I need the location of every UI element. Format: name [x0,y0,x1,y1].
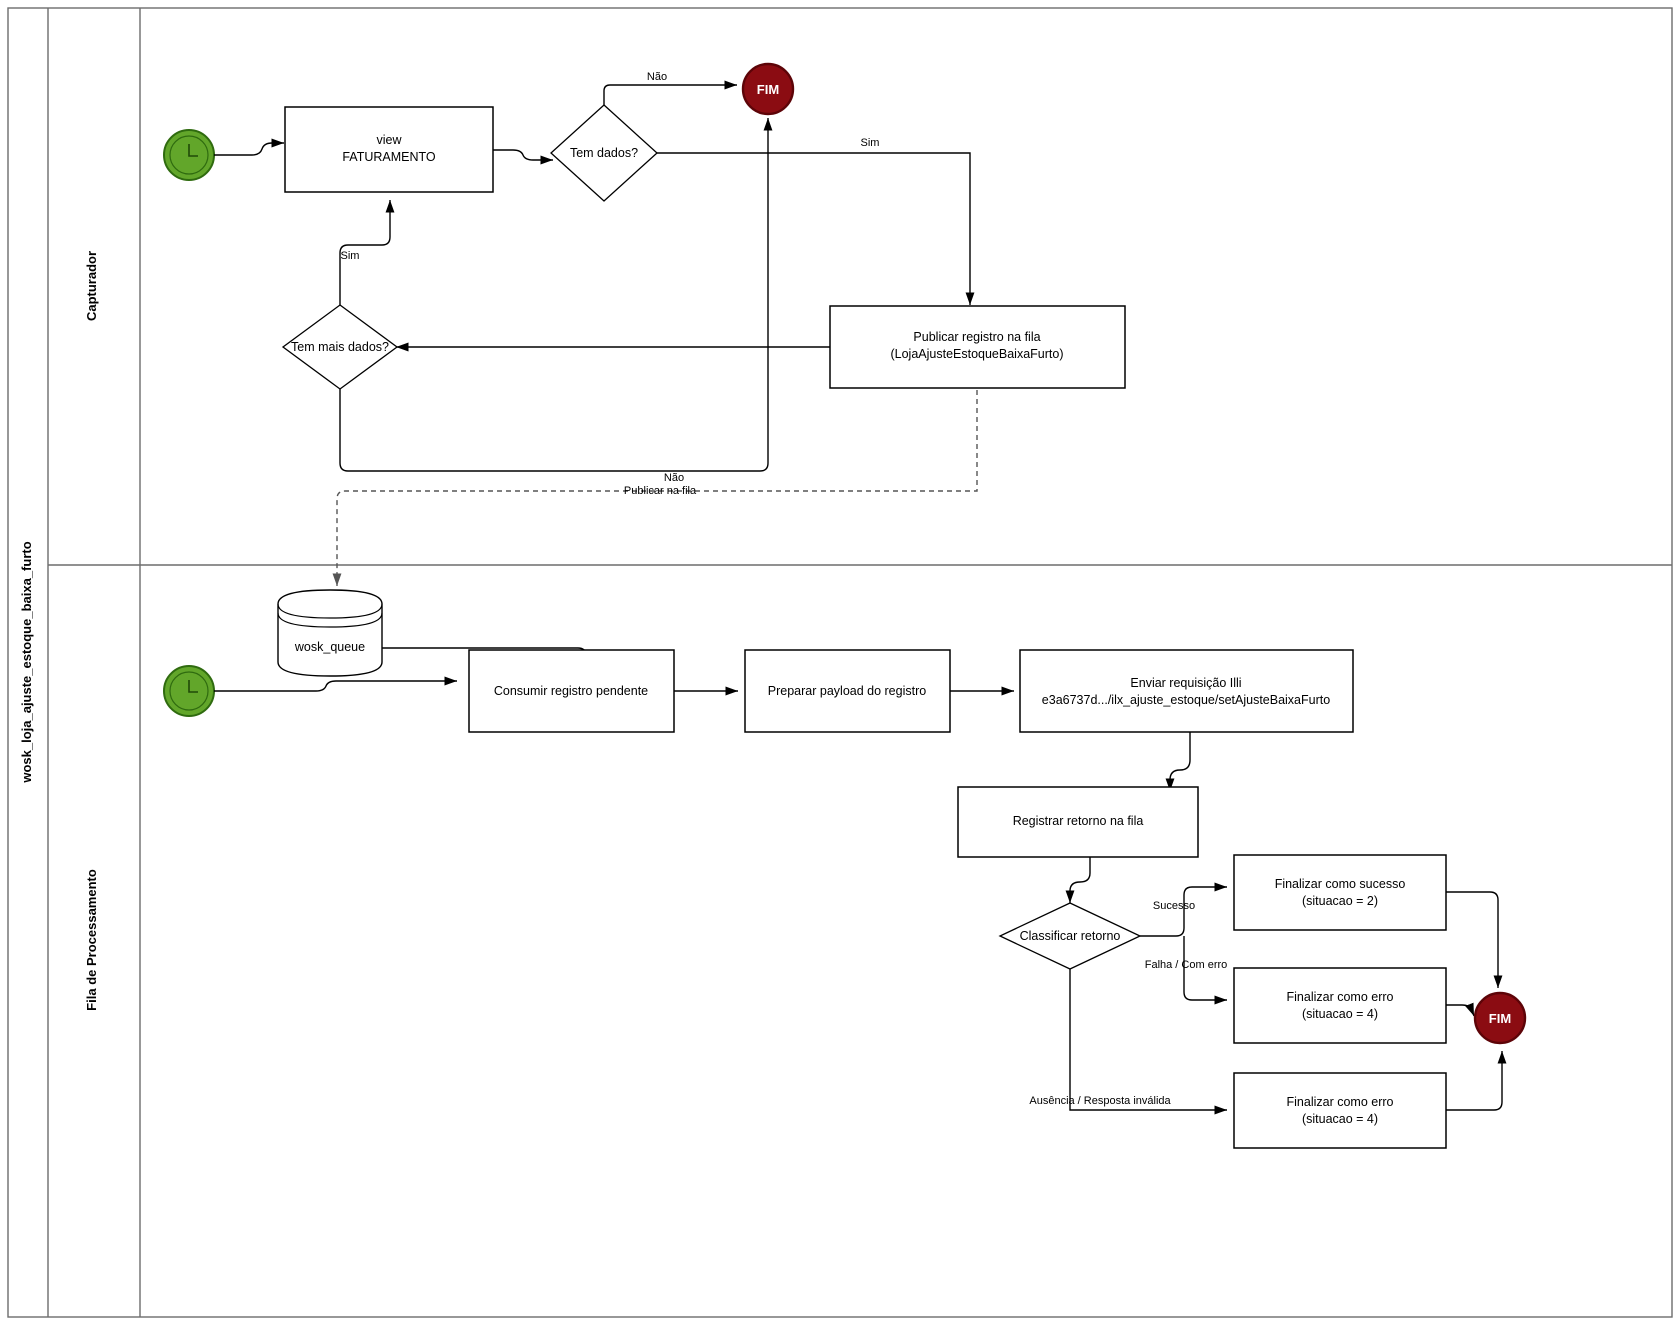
task-enviar-line2: e3a6737d.../ilx_ajuste_estoque/setAjuste… [1042,693,1330,707]
flow-view-to-tem-dados [493,149,553,165]
task-view-line2: FATURAMENTO [342,150,436,164]
task-enviar-requisicao[interactable]: Enviar requisição Illi e3a6737d.../ilx_a… [1019,649,1354,733]
end-event-capturador-label: FIM [757,82,779,97]
task-enviar-line1: Enviar requisição Illi [1130,676,1241,690]
task-consumir-line1: Consumir registro pendente [494,684,648,698]
task-finalizar-erro-1[interactable]: Finalizar como erro (situacao = 4) [1233,967,1447,1044]
task-view-line1: view [376,133,402,147]
flow-registrar-to-classificar [1065,857,1091,903]
edge-label-nao-loop: Não [664,472,684,484]
task-publicar-line2: (LojaAjusteEstoqueBaixaFurto) [890,347,1063,361]
flow-sim-to-publicar [657,152,975,305]
lane-label-capturador: Capturador [84,251,99,321]
edge-label-nao-fim: Não [647,71,667,83]
flow-sucesso-to-fim [1446,891,1503,988]
task-registrar-retorno[interactable]: Registrar retorno na fila [957,786,1199,858]
task-publicar-registro[interactable]: Publicar registro na fila (LojaAjusteEst… [829,305,1126,389]
task-sucesso-line1: Finalizar como sucesso [1275,877,1406,891]
task-erro2-line2: (situacao = 4) [1302,1112,1378,1126]
flow-sucesso [1140,882,1227,937]
task-erro1-line1: Finalizar como erro [1287,990,1394,1004]
flow-erro1-to-fim [1446,1002,1475,1017]
task-registrar-line1: Registrar retorno na fila [1013,814,1144,828]
flow-sim-loop-to-view [339,200,395,305]
start-event-capturador[interactable] [163,129,215,181]
edge-label-sim-publicar: Sim [861,137,880,149]
message-flow-publicar-na-fila [332,390,978,586]
task-finalizar-erro-2[interactable]: Finalizar como erro (situacao = 4) [1233,1072,1447,1149]
task-publicar-line1: Publicar registro na fila [913,330,1040,344]
end-event-fila[interactable]: FIM [1473,991,1527,1045]
flow-ausencia [1069,969,1227,1115]
clock-icon [188,144,198,157]
edge-label-ausencia: Ausência / Resposta inválida [1029,1095,1171,1107]
flow-enviar-to-registrar [1165,732,1191,791]
gateway-classificar-label: Classificar retorno [1020,929,1121,943]
flow-start-to-view [214,138,284,156]
edge-label-sucesso: Sucesso [1153,900,1195,912]
task-sucesso-line2: (situacao = 2) [1302,894,1378,908]
end-event-capturador[interactable]: FIM [741,62,795,116]
lane-label-fila: Fila de Processamento [84,869,99,1011]
task-erro2-line1: Finalizar como erro [1287,1095,1394,1109]
edge-label-sim-loop: Sim [341,250,360,262]
task-finalizar-sucesso[interactable]: Finalizar como sucesso (situacao = 2) [1233,854,1447,931]
pool-title: wosk_loja_ajuste_estoque_baixa_furto [19,541,34,783]
gateway-tem-mais-dados-label: Tem mais dados? [291,340,389,354]
flow-start-fila-to-consumir [214,676,457,692]
edge-label-publicar-na-fila: Publicar na fila [624,485,697,497]
flow-falha [1183,936,1227,1005]
flow-nao-loop-to-fim [339,118,773,472]
task-consumir-registro[interactable]: Consumir registro pendente [468,649,675,733]
end-event-fila-label: FIM [1489,1011,1511,1026]
flow-erro2-to-fim [1446,1051,1507,1111]
task-preparar-line1: Preparar payload do registro [768,684,926,698]
task-view-faturamento[interactable]: view FATURAMENTO [284,106,494,193]
task-preparar-payload[interactable]: Preparar payload do registro [744,649,951,733]
clock-icon-fila [188,680,198,693]
start-event-fila[interactable] [163,665,215,717]
pool-border [7,7,1673,1318]
edge-label-falha: Falha / Com erro [1145,959,1228,971]
task-erro1-line2: (situacao = 4) [1302,1007,1378,1021]
gateway-classificar-retorno[interactable]: Classificar retorno [998,902,1142,970]
datastore-label: wosk_queue [294,640,365,654]
datastore-wosk-queue[interactable]: wosk_queue [277,589,383,677]
gateway-tem-dados-label: Tem dados? [570,146,638,160]
flow-nao-to-fim [603,80,737,105]
gateway-tem-mais-dados[interactable]: Tem mais dados? [281,304,399,390]
gateway-tem-dados[interactable]: Tem dados? [550,104,658,202]
